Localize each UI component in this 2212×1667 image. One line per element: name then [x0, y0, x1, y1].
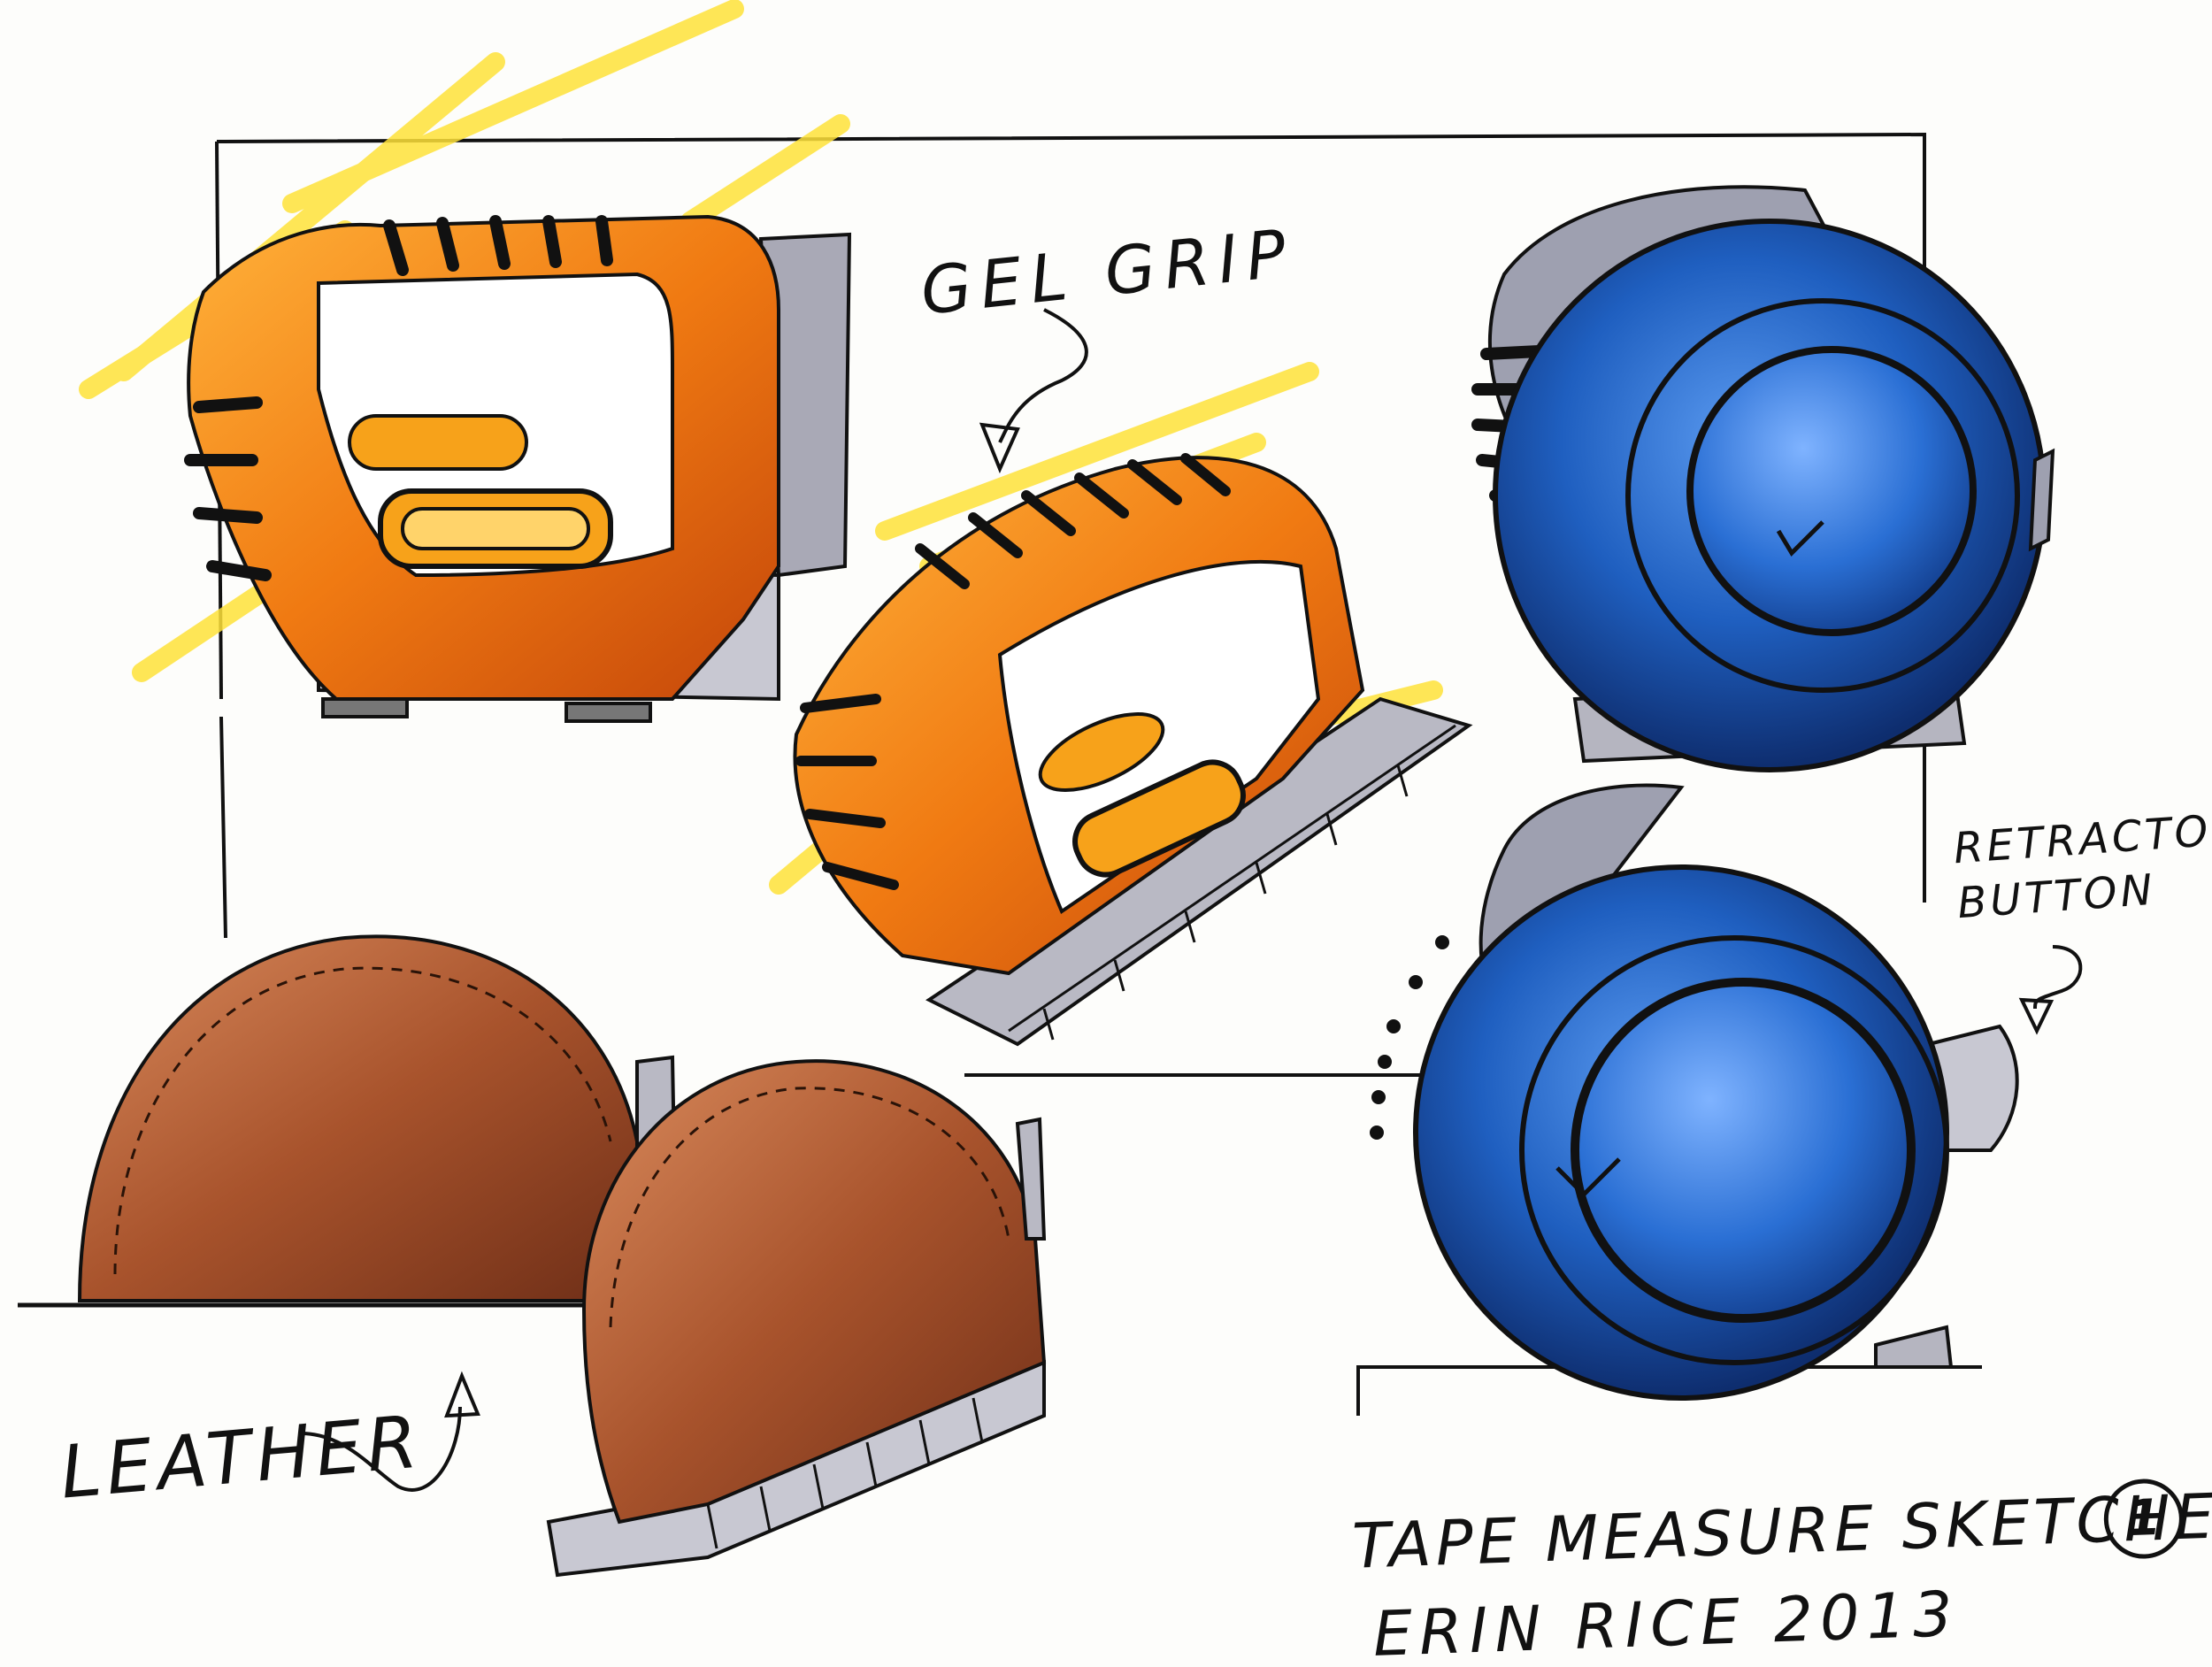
arrow-icon	[300, 1371, 480, 1492]
author-date: ERIN RICE 2013	[1371, 1577, 1961, 1667]
leather-tape-measure-back	[18, 934, 680, 1308]
title-block: TAPE MEASURE SKETCHES 1 ERIN RICE 2013	[1351, 1478, 2212, 1667]
retractor-button-label: RETRACTOR BUTTON	[1952, 803, 2212, 929]
orange-tape-measure-perspective	[793, 453, 1473, 1047]
arrow-icon	[979, 308, 1088, 474]
orange-tape-measure-side	[184, 214, 852, 723]
blue-tape-measure-top	[1471, 185, 2055, 772]
blue-tape-measure-bottom	[1370, 783, 2019, 1401]
leather-tape-measure-front	[546, 1059, 1047, 1578]
arrow-icon	[2018, 945, 2083, 1035]
